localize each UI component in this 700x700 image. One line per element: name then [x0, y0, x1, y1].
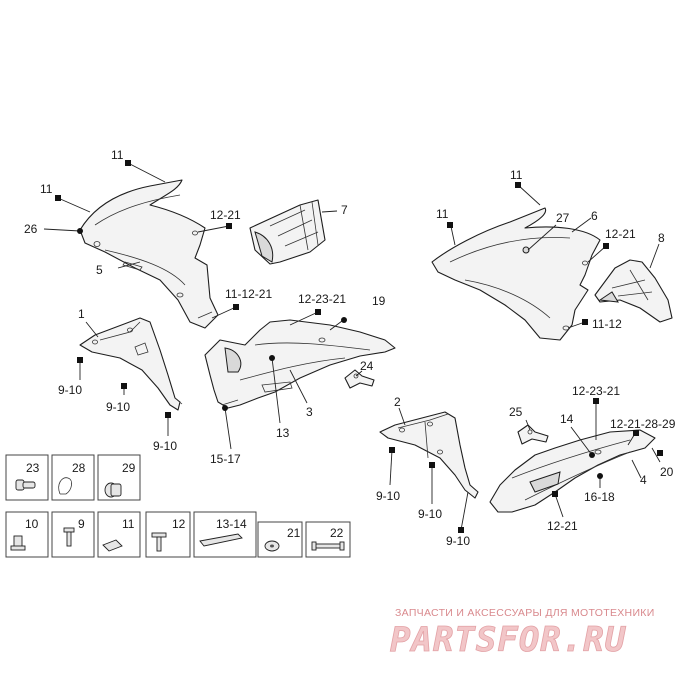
left-air-duct-part-7[interactable] [249, 199, 326, 265]
left-lower-panel-part-1[interactable] [79, 317, 183, 411]
callout-12-21-right: 12-21 [605, 227, 636, 241]
callout-11-12-21: 11-12-21 [225, 287, 272, 301]
svg-text:11: 11 [122, 517, 135, 531]
callout-9-10-b: 9-10 [106, 400, 130, 414]
hardware-box-22[interactable]: 22 [305, 521, 351, 558]
hardware-box-29[interactable]: 29 [97, 454, 141, 501]
hardware-box-28[interactable]: 28 [51, 454, 95, 501]
callout-11-top-left: 11 [111, 148, 124, 162]
brand-watermark: ЗАПЧАСТИ И АКСЕССУАРЫ ДЛЯ МОТОТЕХНИКИ PA… [390, 607, 655, 660]
callout-1: 1 [78, 307, 85, 321]
bushing-icon [104, 482, 122, 498]
clip-nut-icon [102, 539, 123, 552]
callout-9-10-a: 9-10 [58, 383, 82, 397]
callout-11-left: 11 [40, 182, 53, 196]
wire-clip-icon [58, 477, 72, 495]
brand-logo: PARTSFOR.RU [390, 620, 627, 660]
hardware-box-13-14[interactable]: 13-14 [193, 511, 257, 558]
hardware-box-23[interactable]: 23 [5, 454, 49, 501]
callout-15-17: 15-17 [210, 452, 241, 466]
callout-24: 24 [360, 359, 374, 373]
callout-2: 2 [394, 395, 401, 409]
svg-text:9: 9 [78, 517, 85, 531]
callout-9-10-e: 9-10 [418, 507, 442, 521]
svg-text:28: 28 [72, 461, 86, 475]
leader-lines [43, 160, 663, 533]
callout-11-right-left: 11 [436, 207, 449, 221]
brand-subtitle: ЗАПЧАСТИ И АКСЕССУАРЫ ДЛЯ МОТОТЕХНИКИ [395, 607, 655, 619]
callout-8: 8 [658, 231, 665, 245]
callout-labels: 11 11 26 12-21 5 7 11-12-21 12-23-21 19 … [24, 148, 676, 548]
svg-text:10: 10 [25, 517, 39, 531]
svg-text:13-14: 13-14 [216, 517, 247, 531]
callout-7: 7 [341, 203, 348, 217]
callout-20: 20 [660, 465, 674, 479]
hardware-box-9[interactable]: 9 [51, 511, 95, 558]
callout-14: 14 [560, 412, 574, 426]
callout-12-23-21-right: 12-23-21 [572, 384, 620, 398]
svg-text:12: 12 [172, 517, 186, 531]
hardware-legend: 23 28 29 10 [5, 454, 351, 558]
callout-26: 26 [24, 222, 38, 236]
callout-12-23-21-left: 12-23-21 [298, 292, 346, 306]
hardware-box-12[interactable]: 12 [145, 511, 191, 558]
callout-6: 6 [591, 209, 598, 223]
callout-3: 3 [306, 405, 313, 419]
callout-12-21-28-29: 12-21-28-29 [610, 417, 676, 431]
washer-icon [264, 540, 280, 552]
right-side-fairing-part-6[interactable] [431, 207, 601, 341]
right-air-duct-part-8[interactable] [594, 259, 673, 323]
callout-11-12: 11-12 [592, 317, 622, 331]
hardware-box-11[interactable]: 11 [97, 511, 141, 558]
callout-16-18: 16-18 [584, 490, 615, 504]
callout-13: 13 [276, 426, 290, 440]
spacer-icon [10, 535, 26, 551]
callout-12-21-left: 12-21 [210, 208, 241, 222]
bracket-icon [311, 541, 345, 551]
callout-11-right-top: 11 [510, 168, 523, 182]
callout-9-10-f: 9-10 [446, 534, 470, 548]
left-belly-pan-part-3[interactable] [204, 319, 396, 409]
callout-27: 27 [556, 211, 570, 225]
svg-text:23: 23 [26, 461, 40, 475]
callout-4: 4 [640, 473, 647, 487]
callout-9-10-d: 9-10 [376, 489, 400, 503]
svg-text:22: 22 [330, 526, 344, 540]
svg-text:21: 21 [287, 526, 301, 540]
rubber-grommet-icon [15, 479, 36, 491]
right-belly-pan-part-4[interactable] [489, 429, 656, 513]
bracket-part-25[interactable] [517, 424, 549, 445]
bolt-icon [151, 532, 167, 552]
svg-text:29: 29 [122, 461, 136, 475]
adhesive-strip-icon [199, 533, 243, 547]
bracket-part-24[interactable] [344, 369, 375, 389]
callout-19: 19 [372, 294, 386, 308]
callout-25: 25 [509, 405, 523, 419]
callout-12-21-bottom: 12-21 [547, 519, 578, 533]
hardware-box-21[interactable]: 21 [257, 521, 303, 558]
hardware-box-10[interactable]: 10 [5, 511, 49, 558]
callout-5: 5 [96, 263, 103, 277]
right-lower-panel-part-2[interactable] [379, 411, 479, 499]
callout-9-10-c: 9-10 [153, 439, 177, 453]
left-side-fairing-part-5[interactable] [79, 179, 219, 329]
screw-icon [63, 527, 75, 547]
